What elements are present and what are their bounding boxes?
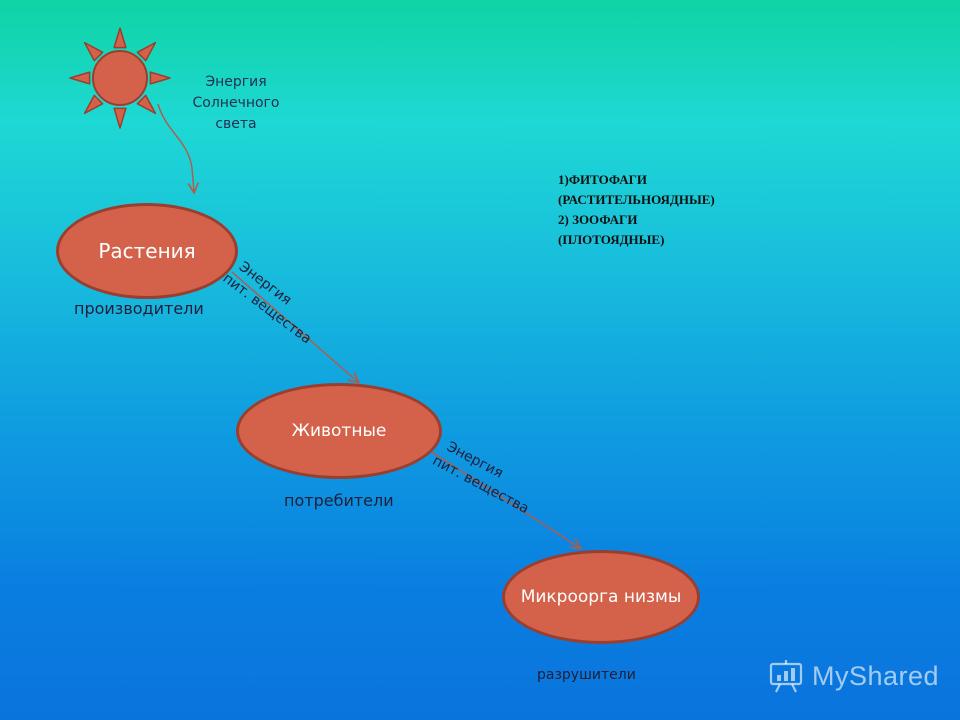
node-microorganisms: Микроорга низмы (502, 550, 700, 644)
sun-label-line: Энергия (205, 74, 267, 90)
sun-ray (69, 71, 91, 85)
sun-ray (113, 27, 127, 49)
node-microorganisms-label: Микроорга низмы (520, 587, 682, 607)
watermark-text: MyShared (812, 660, 940, 691)
sun-ray (136, 41, 157, 62)
sun-energy-label: Энергия Солнечного света (176, 72, 296, 135)
watermark-logo: MyShared (768, 656, 939, 696)
sun-ray (113, 107, 127, 129)
node-animals-label: Животные (291, 421, 387, 441)
types-list-line: 1)ФИТОФАГИ (558, 172, 647, 187)
caption-producers: производители (74, 299, 204, 318)
consumer-types-list: 1)ФИТОФАГИ (РАСТИТЕЛЬНОЯДНЫЕ) 2) ЗООФАГИ… (558, 170, 715, 250)
types-list-line: 2) ЗООФАГИ (558, 212, 638, 227)
caption-decomposers: разрушители (537, 667, 636, 683)
sun-icon (69, 27, 171, 129)
presentation-board-icon (769, 660, 803, 693)
sun-to-plants-arrow (157, 103, 194, 192)
sun-label-line: Солнечного (192, 95, 280, 111)
caption-consumers: потребители (284, 491, 394, 510)
plants-to-animals-arrow (231, 271, 358, 382)
types-list-line: (РАСТИТЕЛЬНОЯДНЫЕ) (558, 192, 715, 207)
sun-label-line: света (215, 116, 257, 132)
types-list-line: (ПЛОТОЯДНЫЕ) (558, 232, 665, 247)
sun-ray (83, 41, 104, 62)
sun-ray (83, 94, 104, 115)
sun-ray (136, 94, 157, 115)
sun-ray (149, 71, 171, 85)
animals-to-micro-arrow (431, 451, 580, 548)
node-animals: Животные (236, 383, 442, 479)
node-plants: Растения (56, 203, 238, 299)
node-plants-label: Растения (98, 239, 196, 263)
